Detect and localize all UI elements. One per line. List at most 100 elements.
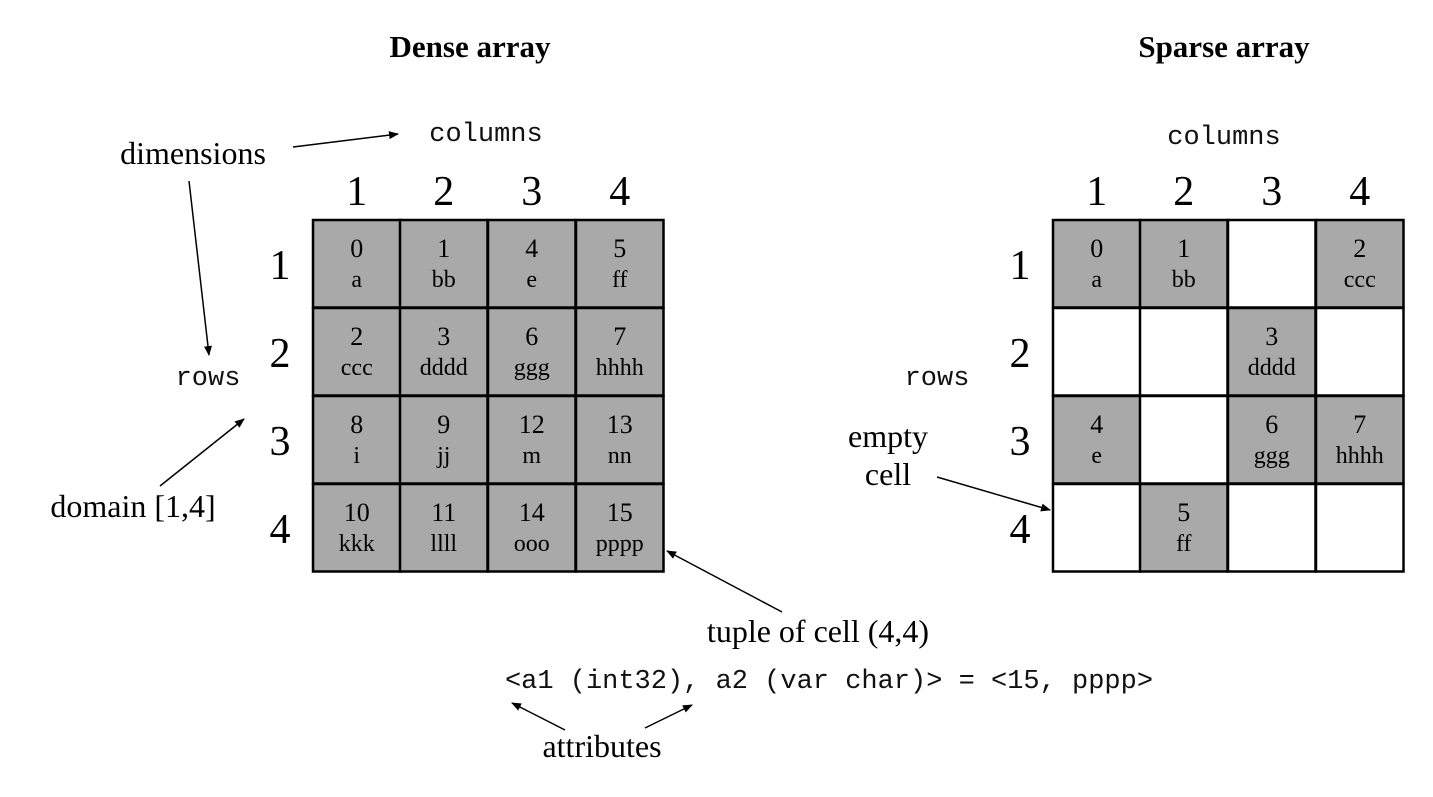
cell-background <box>1051 394 1142 485</box>
cell-value: a <box>351 267 362 293</box>
cell-background <box>574 218 665 309</box>
sparse-row-header: 3 <box>1010 419 1031 465</box>
cell-value: ggg <box>514 355 550 381</box>
cell-background <box>1314 482 1405 573</box>
cell-background <box>398 306 489 397</box>
sparse-col-header: 1 <box>1086 169 1107 215</box>
sparse-empty-cell <box>1138 394 1229 485</box>
attribute-expression: <a1 (int32), a2 (var char)> = <15, pppp> <box>505 667 1153 697</box>
dense-row-header: 3 <box>270 419 291 465</box>
cell-index: 6 <box>1265 410 1278 439</box>
cell-index: 9 <box>437 410 450 439</box>
cell-index: 4 <box>1090 410 1103 439</box>
cell-value: ff <box>1176 531 1192 557</box>
cell-index: 3 <box>1265 322 1278 351</box>
cell-background <box>1226 482 1317 573</box>
tuple-label: tuple of cell (4,4) <box>707 613 929 649</box>
cell-value: pppp <box>596 531 644 557</box>
dense-cell: 13 nn <box>574 394 665 485</box>
cell-background <box>398 482 489 573</box>
cell-value: bb <box>432 267 456 293</box>
cell-background <box>1226 394 1317 485</box>
arrow-attributes-a1 <box>511 702 566 731</box>
cell-index: 15 <box>607 498 633 527</box>
cell-value: ff <box>612 267 628 293</box>
cell-value: e <box>526 267 537 293</box>
attributes-label: attributes <box>542 728 661 764</box>
cell-index: 6 <box>525 322 538 351</box>
cell-index: 2 <box>1353 234 1366 263</box>
cell-value: nn <box>608 443 632 469</box>
cell-value: dddd <box>1248 355 1296 381</box>
arrow-attributes-a2 <box>644 704 693 729</box>
cell-background <box>574 394 665 485</box>
arrow-dimensions-to-rows <box>188 180 212 356</box>
sparse-rows-label: rows <box>905 364 970 394</box>
dense-cell: 1 bb <box>398 218 489 309</box>
sparse-cell: 3 dddd <box>1226 306 1317 397</box>
cell-value: hhhh <box>1336 443 1384 469</box>
cell-background <box>1314 394 1405 485</box>
cell-value: m <box>522 443 541 469</box>
cell-background <box>1138 218 1229 309</box>
dense-cell: 12m <box>486 394 577 485</box>
cell-background <box>1051 306 1142 397</box>
sparse-empty-cell <box>1314 306 1405 397</box>
sparse-row-header: 1 <box>1010 243 1031 289</box>
cell-background <box>1051 482 1142 573</box>
cell-value: ccc <box>341 355 373 381</box>
arrow-dimensions-to-columns <box>292 131 399 148</box>
dense-columns-label: columns <box>429 120 542 150</box>
dense-col-header: 3 <box>521 169 542 215</box>
cell-index: 1 <box>437 234 450 263</box>
cell-index: 8 <box>350 410 363 439</box>
domain-label: domain [1,4] <box>50 488 215 524</box>
cell-index: 11 <box>431 498 456 527</box>
dense-cell: 8i <box>311 394 402 485</box>
cell-value: ooo <box>514 531 550 557</box>
cell-background <box>1314 306 1405 397</box>
cell-value: dddd <box>420 355 468 381</box>
sparse-row-header: 4 <box>1010 507 1031 553</box>
dense-cell: 3 dddd <box>398 306 489 397</box>
dense-cell: 0a <box>311 218 402 309</box>
sparse-empty-cell <box>1138 306 1229 397</box>
cell-background <box>1226 306 1317 397</box>
sparse-title: Sparse array <box>1138 29 1310 64</box>
cell-value: e <box>1091 443 1102 469</box>
cell-index: 3 <box>437 322 450 351</box>
sparse-empty-cell <box>1226 218 1317 309</box>
cell-background <box>311 218 402 309</box>
dense-cell: 5 ff <box>574 218 665 309</box>
sparse-empty-cell <box>1051 482 1142 573</box>
dense-cell: 11 llll <box>398 482 489 573</box>
cell-background <box>1226 218 1317 309</box>
sparse-col-header: 4 <box>1349 169 1370 215</box>
empty-cell-label-line2: cell <box>865 456 911 492</box>
cell-index: 10 <box>344 498 370 527</box>
dense-col-header: 2 <box>433 169 454 215</box>
cell-index: 5 <box>613 234 626 263</box>
cell-value: llll <box>430 531 457 557</box>
dense-row-header: 2 <box>270 331 291 377</box>
sparse-empty-cell <box>1226 482 1317 573</box>
sparse-cell: 0a <box>1051 218 1142 309</box>
cell-background <box>1051 218 1142 309</box>
cell-index: 13 <box>607 410 633 439</box>
sparse-empty-cell <box>1051 306 1142 397</box>
arrow-empty-cell <box>936 476 1051 512</box>
cell-index: 1 <box>1177 234 1190 263</box>
cell-background <box>574 306 665 397</box>
empty-cell-label-line1: empty <box>848 418 928 454</box>
dense-cell: 6 ggg <box>486 306 577 397</box>
cell-value: i <box>353 443 360 469</box>
sparse-empty-cell <box>1314 482 1405 573</box>
